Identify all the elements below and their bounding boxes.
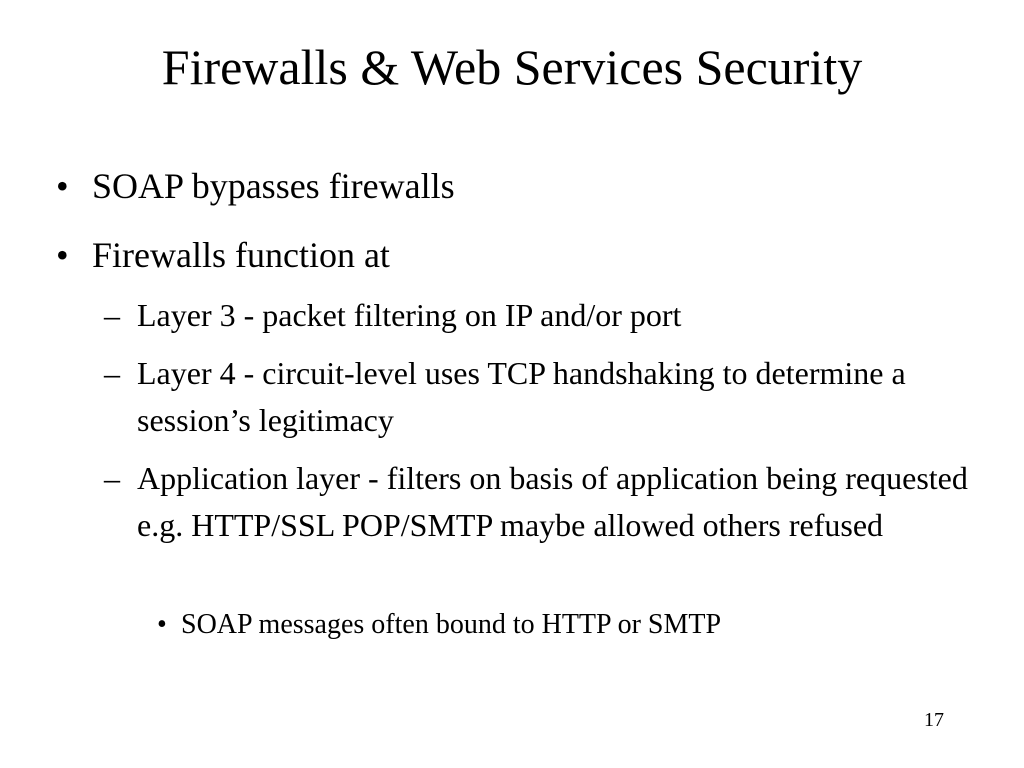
sub-bullet-item: – Application layer - filters on basis o… [104, 455, 984, 549]
page-number: 17 [924, 709, 944, 731]
sub-bullet-text: Application layer - filters on basis of … [137, 460, 968, 543]
bullet-marker: • [56, 166, 69, 206]
bullet-text: SOAP bypasses firewalls [92, 166, 455, 206]
sub-bullet-text: Layer 4 - circuit-level uses TCP handsha… [137, 355, 906, 438]
bullet-text: Firewalls function at [92, 235, 390, 275]
sub-bullet-marker: – [104, 355, 120, 391]
sub-bullet-marker: – [104, 297, 120, 333]
sub-sub-bullet-text: SOAP messages often bound to HTTP or SMT… [181, 609, 722, 640]
sub-bullet-item: – Layer 3 - packet filtering on IP and/o… [104, 292, 984, 339]
sub-bullet-item: – Layer 4 - circuit-level uses TCP hands… [104, 350, 984, 444]
sub-bullet-text: Layer 3 - packet filtering on IP and/or … [137, 297, 682, 333]
slide-title: Firewalls & Web Services Security [161, 39, 863, 95]
sub-sub-bullet-marker: • [157, 609, 167, 640]
bullet-marker: • [56, 235, 69, 275]
sub-bullet-marker: – [104, 460, 120, 496]
